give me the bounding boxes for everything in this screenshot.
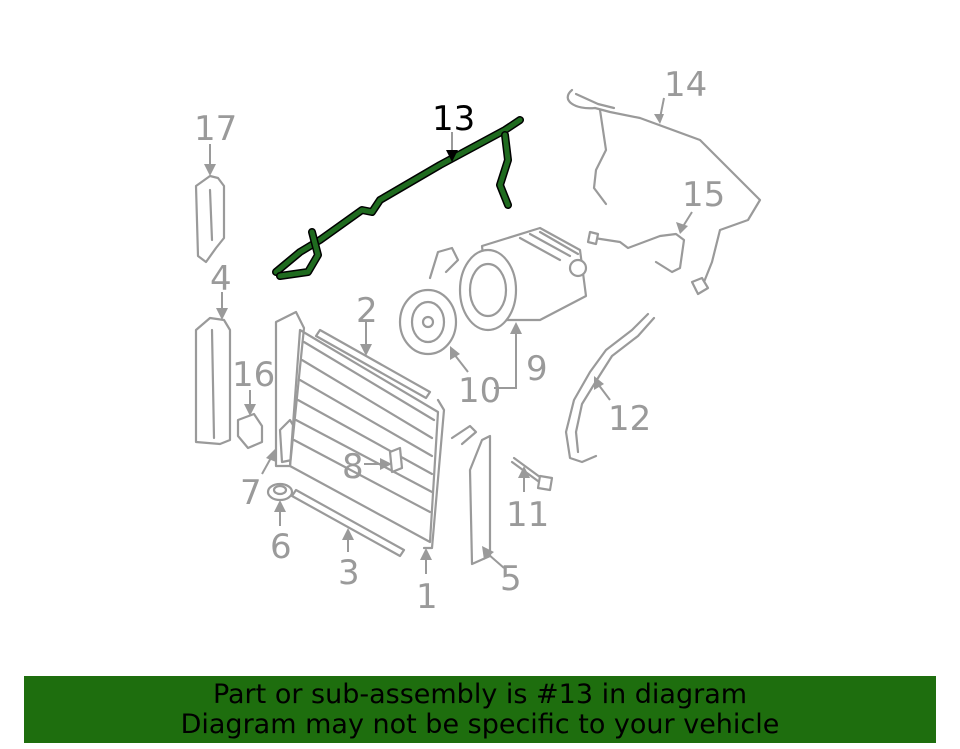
callout-8: 8	[342, 447, 364, 487]
callout-17: 17	[194, 109, 237, 149]
part-3-seal[interactable]	[290, 488, 406, 558]
callout-2: 2	[356, 291, 378, 331]
part-16-sensor[interactable]	[236, 412, 264, 450]
part-1-condenser[interactable]	[274, 310, 446, 550]
part-11-bolt[interactable]	[510, 456, 554, 492]
callout-12: 12	[608, 399, 651, 439]
part-8-clip[interactable]	[388, 446, 404, 474]
part-5-air-guide[interactable]	[450, 424, 492, 566]
callout-10: 10	[458, 371, 501, 411]
part-17-bracket[interactable]	[194, 174, 226, 264]
callout-6: 6	[270, 527, 292, 567]
banner-line-2: Diagram may not be specific to your vehi…	[180, 708, 780, 740]
part-13-hose[interactable]	[272, 116, 524, 280]
callout-labels: 13 14 15 17 4 2 16 10 9 12 8 7 11 6 3 1 …	[194, 65, 725, 617]
part-2-seal[interactable]	[314, 328, 432, 400]
banner-line-1: Part or sub-assembly is #13 in diagram	[212, 678, 748, 710]
callout-4: 4	[210, 259, 232, 299]
parts-diagram: 13 14 15 17 4 2 16 10 9 12 8 7 11 6 3 1 …	[194, 65, 762, 617]
part-6-grommet[interactable]	[266, 482, 294, 502]
part-10-clutch[interactable]	[398, 246, 460, 356]
callout-13: 13	[432, 99, 475, 139]
callout-3: 3	[338, 553, 360, 593]
part-12-hose[interactable]	[564, 312, 656, 464]
info-banner: Part or sub-assembly is #13 in diagram D…	[24, 676, 936, 743]
part-9-compressor[interactable]	[458, 226, 588, 332]
callout-9: 9	[526, 349, 548, 389]
callout-14: 14	[664, 65, 707, 105]
callout-16: 16	[232, 355, 275, 395]
part-15-pipe[interactable]	[586, 230, 686, 274]
part-14-pipe[interactable]	[566, 88, 762, 296]
callout-5: 5	[500, 559, 522, 599]
part-4-air-guide[interactable]	[194, 316, 232, 446]
callout-15: 15	[682, 175, 725, 215]
callout-1: 1	[416, 577, 438, 617]
callout-11: 11	[506, 495, 549, 535]
callout-7: 7	[240, 473, 262, 513]
leader-lines	[204, 97, 693, 574]
